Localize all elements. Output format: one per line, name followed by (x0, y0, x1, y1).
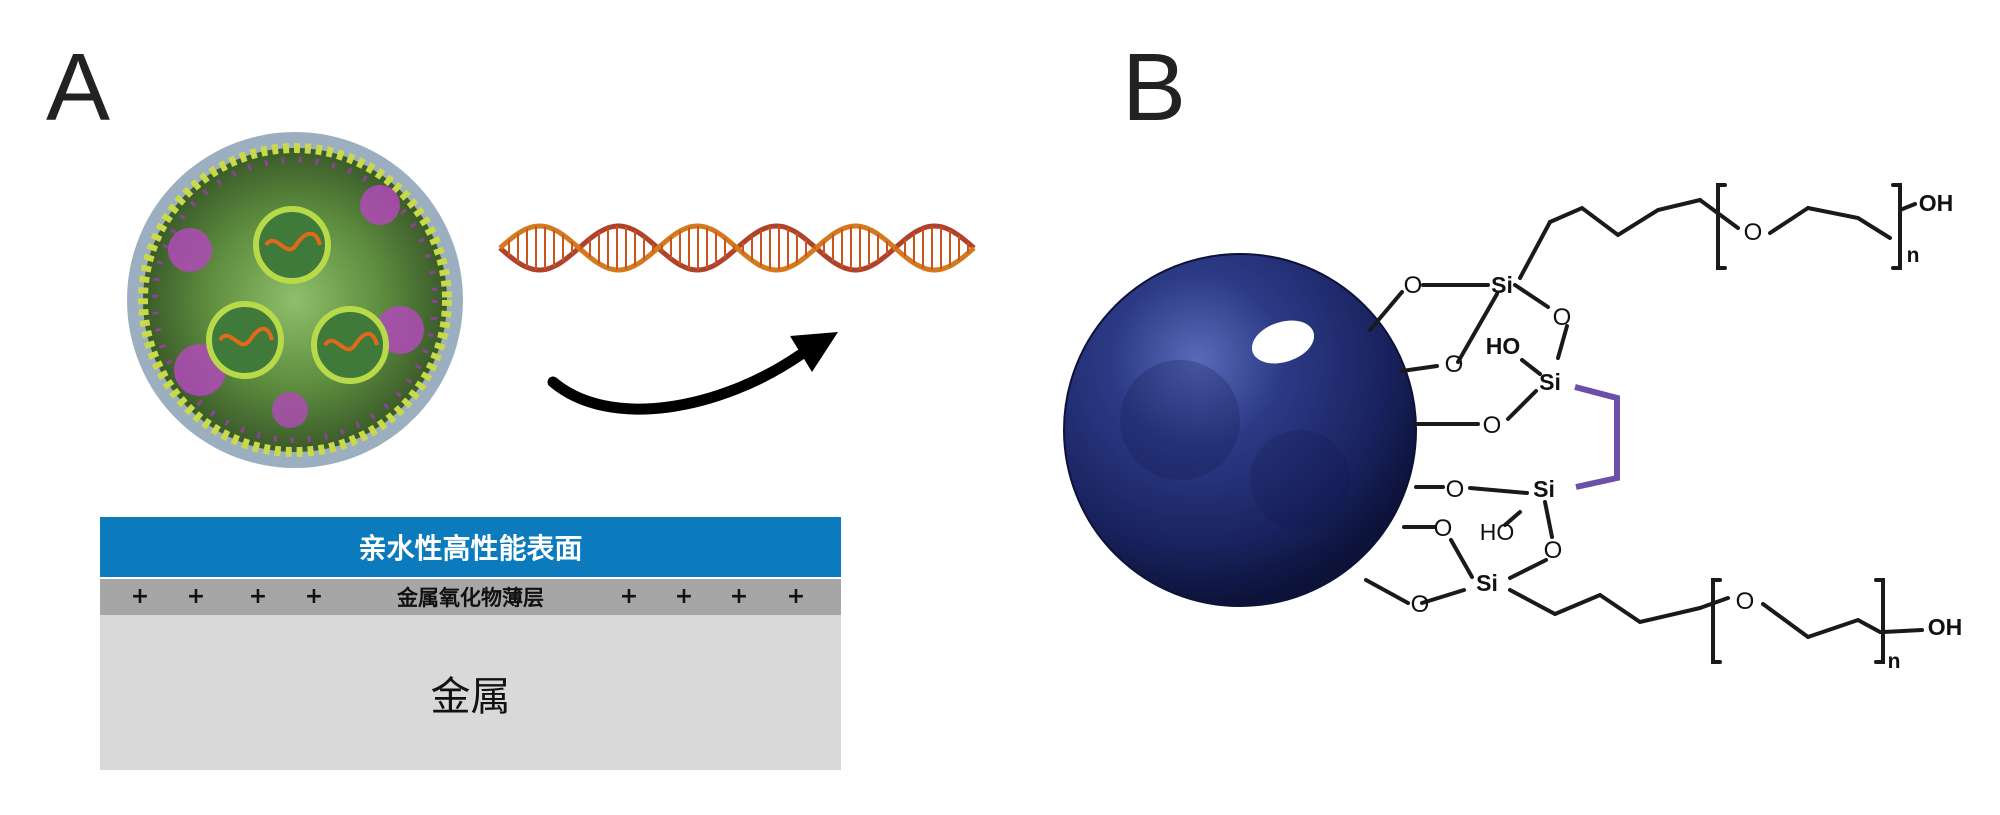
oxygen-label: O (1744, 219, 1763, 246)
oxygen-label: O (1553, 304, 1572, 331)
positive-charge-symbol: + (786, 584, 806, 609)
silicon-label: Si (1476, 570, 1498, 596)
metal-oxide-label: 金属氧化物薄层 (397, 586, 544, 610)
positive-charge-symbol: + (674, 584, 694, 609)
dna-helix (498, 223, 976, 273)
panel-label-b: B (1122, 34, 1187, 141)
lipid-nanoparticle (127, 132, 463, 468)
metal-oxide-layer: + + + + 金属氧化物薄层 + + + + (100, 579, 841, 615)
hydrophilic-surface-layer: 亲水性高性能表面 (100, 517, 841, 577)
positive-charge-symbol: + (130, 584, 150, 609)
oxygen-label: O (1404, 272, 1423, 299)
panel-label-a: A (46, 34, 111, 141)
mrna-core-1 (253, 206, 331, 284)
crosslink-bridge (1574, 384, 1620, 490)
oxygen-label: O (1445, 351, 1464, 378)
oxygen-label: O (1544, 537, 1563, 564)
mrna-core-3 (311, 306, 389, 384)
positive-charge-symbol: + (729, 584, 749, 609)
oxygen-label: O (1483, 412, 1502, 439)
hydroxyl-label: HO (1486, 333, 1521, 359)
metal-base-layer: 金属 (100, 615, 841, 770)
repeat-n-label: n (1907, 244, 1920, 267)
silicon-label: Si (1539, 369, 1561, 395)
mrna-core-2 (206, 301, 284, 379)
silicon-label: Si (1491, 272, 1513, 298)
hydroxyl-label: OH (1928, 614, 1963, 640)
positive-charge-symbol: + (304, 584, 324, 609)
oxygen-label: O (1446, 476, 1465, 503)
oxygen-label: O (1411, 591, 1430, 618)
positive-charge-symbol: + (619, 584, 639, 609)
metal-base-label: 金属 (430, 673, 511, 720)
repeat-n-label: n (1888, 650, 1901, 673)
silicon-label: Si (1533, 476, 1555, 502)
hydroxyl-label: OH (1919, 190, 1954, 216)
oxygen-label: O (1736, 588, 1755, 615)
positive-charge-symbol: + (248, 584, 268, 609)
hydroxyl-label: HO (1480, 519, 1515, 545)
positive-charge-symbol: + (186, 584, 206, 609)
curved-arrow (547, 332, 838, 415)
nanoparticle-sphere (1063, 253, 1417, 607)
oxygen-label: O (1434, 515, 1453, 542)
